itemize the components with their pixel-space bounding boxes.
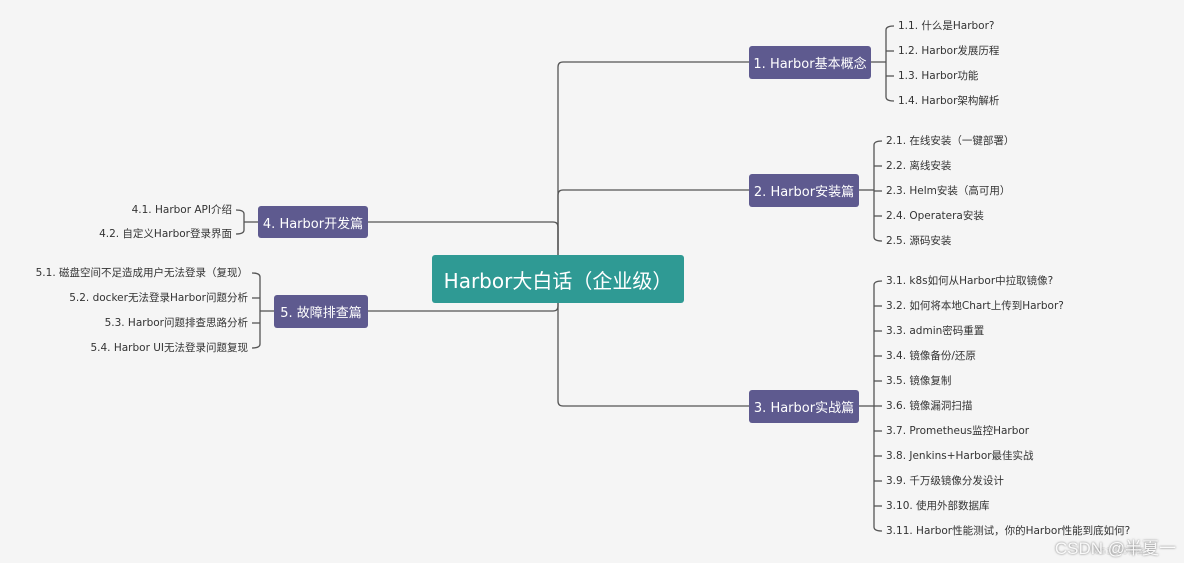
- branch-topic-harbor-basics[interactable]: 1. Harbor基本概念: [749, 46, 871, 79]
- watermark-sub: ©51CTO博客: [1093, 547, 1144, 556]
- connector-branch-1: [557, 61, 749, 279]
- bracket-b1: [885, 25, 895, 102]
- leaf-topic[interactable]: 3.2. 如何将本地Chart上传到Harbor?: [886, 300, 1064, 312]
- connector-branch-3: [557, 279, 749, 407]
- leaf-topic[interactable]: 3.4. 镜像备份/还原: [886, 350, 976, 362]
- leaf-topic[interactable]: 4.2. 自定义Harbor登录界面: [99, 228, 232, 240]
- leaf-topic[interactable]: 3.6. 镜像漏洞扫描: [886, 400, 973, 412]
- leaf-topic[interactable]: 3.1. k8s如何从Harbor中拉取镜像?: [886, 275, 1054, 287]
- watermark: CSDN @半夏一: [1054, 539, 1176, 558]
- root-topic[interactable]: Harbor大白话（企业级）: [432, 255, 684, 303]
- leaf-topic[interactable]: 1.2. Harbor发展历程: [898, 45, 1000, 57]
- leaf-topic[interactable]: 3.3. admin密码重置: [886, 325, 985, 337]
- leaf-topic[interactable]: 3.5. 镜像复制: [886, 375, 952, 387]
- leaf-topic[interactable]: 2.2. 离线安装: [886, 160, 952, 172]
- leaf-topic[interactable]: 2.1. 在线安装（一键部署）: [886, 135, 1015, 147]
- branch-topic-harbor-development[interactable]: 4. Harbor开发篇: [258, 206, 368, 238]
- connector-branch-2: [557, 189, 749, 279]
- bracket-b5: [251, 272, 261, 349]
- leaf-topic[interactable]: 2.5. 源码安装: [886, 235, 952, 247]
- leaf-topic[interactable]: 3.9. 千万级镜像分发设计: [886, 475, 1004, 487]
- leaf-topic[interactable]: 2.4. Operatera安装: [886, 210, 984, 222]
- leaf-topic[interactable]: 5.3. Harbor问题排查思路分析: [104, 317, 248, 329]
- leaf-topic[interactable]: 1.3. Harbor功能: [898, 70, 979, 82]
- leaf-topic[interactable]: 3.7. Prometheus监控Harbor: [886, 425, 1030, 437]
- connector-branch-5: [368, 300, 559, 312]
- leaf-topic[interactable]: 1.1. 什么是Harbor?: [898, 20, 995, 32]
- branch-topic-harbor-practice[interactable]: 3. Harbor实战篇: [749, 390, 859, 423]
- leaf-topic[interactable]: 2.3. Helm安装（高可用）: [886, 185, 1011, 197]
- leaf-topic[interactable]: 3.8. Jenkins+Harbor最佳实战: [886, 450, 1034, 462]
- branch-topic-harbor-install[interactable]: 2. Harbor安装篇: [749, 174, 859, 207]
- leaf-topic[interactable]: 3.10. 使用外部数据库: [886, 500, 990, 512]
- leaf-topic[interactable]: 5.2. docker无法登录Harbor问题分析: [69, 292, 248, 304]
- leaf-topic[interactable]: 1.4. Harbor架构解析: [898, 95, 1000, 107]
- branch-topic-troubleshooting[interactable]: 5. 故障排查篇: [274, 295, 368, 328]
- bracket-b4: [235, 209, 245, 235]
- leaf-topic[interactable]: 4.1. Harbor API介绍: [131, 204, 232, 216]
- leaf-topic[interactable]: 5.1. 磁盘空间不足造成用户无法登录（复现）: [35, 267, 248, 279]
- leaf-topic[interactable]: 5.4. Harbor UI无法登录问题复现: [90, 342, 248, 354]
- leaf-topic[interactable]: 3.11. Harbor性能测试，你的Harbor性能到底如何?: [886, 525, 1131, 537]
- connector-branch-4: [368, 221, 559, 250]
